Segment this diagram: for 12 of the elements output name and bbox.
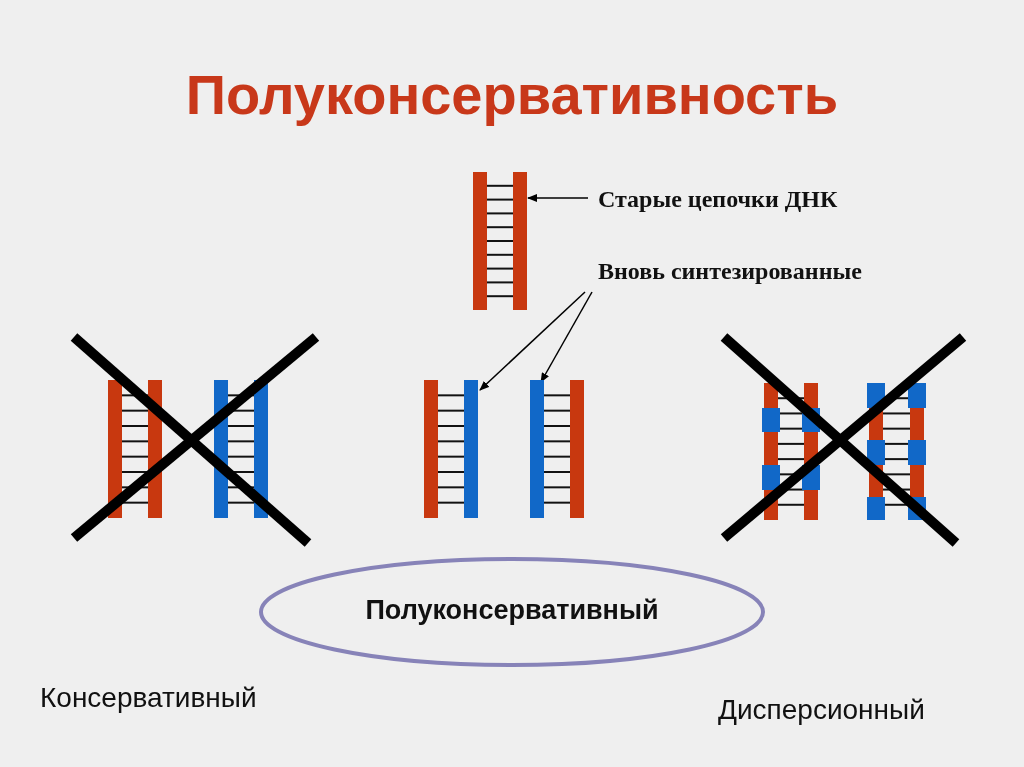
model-label: Дисперсионный	[718, 694, 925, 726]
leader-arrow	[540, 291, 593, 383]
dna-strand	[513, 172, 527, 310]
title: Полуконсервативность	[184, 62, 840, 127]
dna-strand	[464, 380, 478, 518]
dna-strand	[530, 380, 544, 518]
callout-text: Старые цепочки ДНК	[598, 186, 838, 213]
leader-arrow	[527, 194, 589, 202]
node-label: Полуконсервативный	[364, 595, 660, 626]
leader-arrow	[479, 291, 586, 391]
model-label: Консервативный	[40, 682, 257, 714]
callout-text: Вновь синтезированные	[598, 258, 862, 285]
